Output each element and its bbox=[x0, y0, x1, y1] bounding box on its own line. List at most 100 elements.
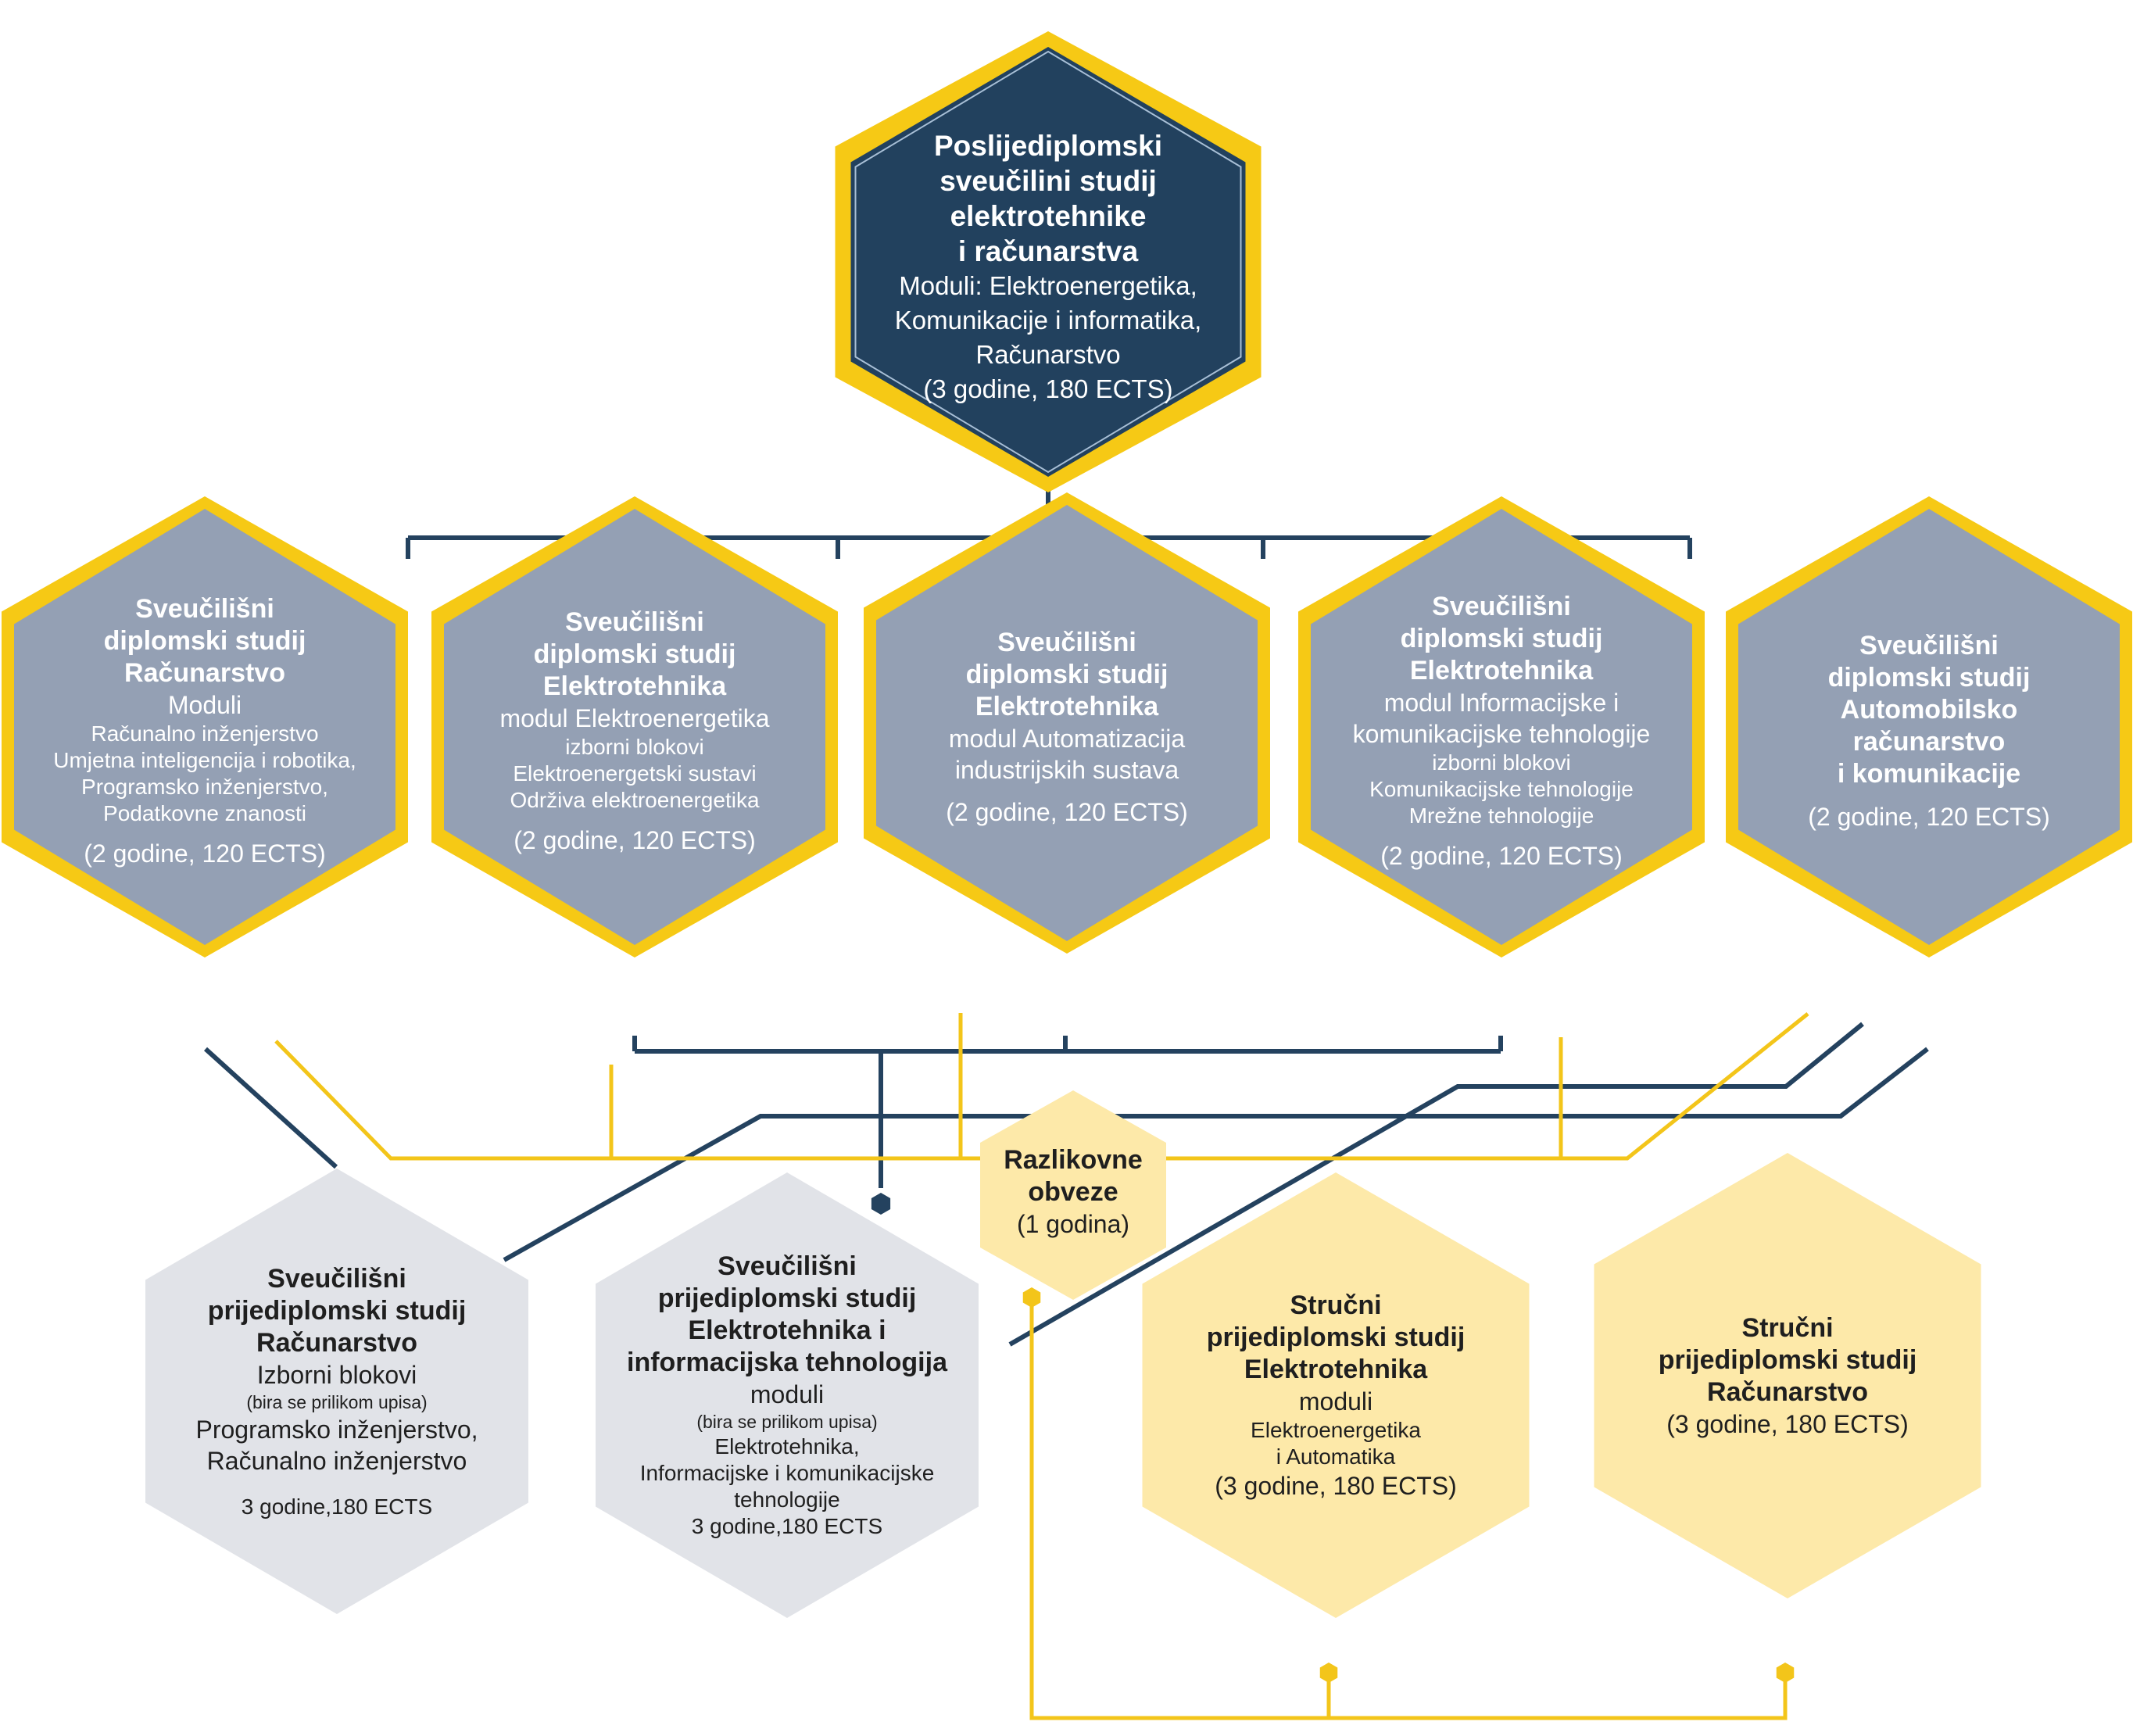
hex-ects-line: (2 godine, 120 ECTS) bbox=[946, 797, 1188, 826]
connector-node bbox=[871, 1193, 891, 1215]
hex-text-line: komunikacijske tehnologije bbox=[1352, 719, 1651, 748]
hex-text-line: Programsko inženjerstvo, bbox=[195, 1415, 478, 1444]
graduate-hexagon bbox=[1311, 509, 1692, 945]
hex-title-line: diplomski studij bbox=[965, 659, 1168, 689]
connector-node bbox=[1776, 1663, 1795, 1683]
connector-line bbox=[1165, 1012, 1809, 1161]
hex-title-line: diplomski studij bbox=[103, 625, 306, 656]
graduate-hexagon bbox=[876, 505, 1258, 941]
hex-title-line: Računarstvo bbox=[256, 1327, 417, 1358]
hex-title-line: Sveučilišni bbox=[997, 627, 1136, 657]
connector-line bbox=[203, 1047, 338, 1169]
hex-title-line: Razlikovne bbox=[1004, 1145, 1143, 1175]
top-hexagon-inner-outline bbox=[854, 50, 1242, 474]
connector-line bbox=[503, 1047, 1929, 1262]
hex-title-line: Elektrotehnika bbox=[1244, 1354, 1428, 1384]
undergraduate-hexagon bbox=[1142, 1172, 1530, 1618]
hex-text-line: modul Automatizacija bbox=[948, 724, 1186, 753]
undergraduate-hexagon bbox=[1594, 1153, 1981, 1598]
hex-text-line: Elektrotehnika, bbox=[714, 1434, 860, 1459]
hex-text-line: (bira se prilikom upisa) bbox=[246, 1391, 428, 1412]
hex-title-line: Poslijediplomski bbox=[934, 130, 1162, 162]
undergraduate-hexagon bbox=[596, 1172, 979, 1618]
hex-title-line: prijediplomski studij bbox=[207, 1295, 467, 1326]
hex-text-line: modul Elektroenergetika bbox=[499, 703, 770, 732]
hex-title-line: Automobilsko bbox=[1840, 694, 2018, 725]
hex-text-line: Komunikacije i informatika, bbox=[894, 306, 1202, 335]
hex-text-line: i Automatika bbox=[1276, 1444, 1396, 1469]
hex-title-line: Računarstvo bbox=[1707, 1376, 1868, 1407]
hex-text-line: Održiva elektroenergetika bbox=[510, 787, 760, 812]
hex-title-line: sveučilini studij bbox=[939, 165, 1157, 197]
hex-title-line: diplomski studij bbox=[533, 639, 736, 669]
hex-title-line: diplomski studij bbox=[1827, 662, 2031, 693]
hex-text-line: moduli bbox=[750, 1380, 825, 1408]
hex-ects-line: (2 godine, 120 ECTS) bbox=[1808, 802, 2050, 831]
hex-title-line: obveze bbox=[1028, 1177, 1118, 1207]
hex-title-line: Stručni bbox=[1290, 1290, 1382, 1320]
hex-ects-line: (2 godine, 120 ECTS) bbox=[1380, 841, 1623, 870]
hex-text-line: Informacijske i komunikacijske bbox=[639, 1461, 935, 1485]
hex-title-line: Stručni bbox=[1741, 1312, 1834, 1343]
hex-title-line: Elektrotehnika i bbox=[688, 1315, 886, 1345]
hex-text-line: Računalno inženjerstvo bbox=[91, 721, 319, 746]
hex-text-line: moduli bbox=[1298, 1387, 1373, 1416]
hex-text-line: Mrežne tehnologije bbox=[1408, 803, 1594, 828]
hex-text-line: (bira se prilikom upisa) bbox=[696, 1412, 878, 1432]
hex-text-line: (3 godine, 180 ECTS) bbox=[1215, 1471, 1457, 1500]
hex-title-line: Sveučilišni bbox=[1432, 591, 1571, 621]
connector-line bbox=[1029, 1298, 1788, 1720]
graduate-hexagon bbox=[444, 509, 825, 945]
hex-title-line: Elektrotehnika bbox=[1409, 655, 1594, 685]
hex-title-line: Sveučilišni bbox=[565, 607, 704, 637]
hex-text-line: (3 godine, 180 ECTS) bbox=[923, 374, 1173, 403]
hex-text-line: 3 godine,180 ECTS bbox=[241, 1494, 433, 1519]
hex-text-line: tehnologije bbox=[734, 1487, 840, 1512]
hex-text-line: modul Informacijske i bbox=[1383, 688, 1619, 717]
hex-title-line: prijediplomski studij bbox=[1206, 1322, 1466, 1352]
undergraduate-hexagon bbox=[145, 1169, 528, 1614]
graduate-hexagon bbox=[1738, 509, 2120, 945]
hex-title-line: diplomski studij bbox=[1400, 623, 1603, 653]
hex-title-line: i računarstva bbox=[957, 235, 1139, 267]
graduate-hexagon bbox=[14, 509, 395, 945]
hex-text-line: (3 godine, 180 ECTS) bbox=[1666, 1409, 1909, 1438]
hex-text-line: Računalno inženjerstvo bbox=[206, 1446, 467, 1475]
hex-text-line: izborni blokovi bbox=[565, 734, 704, 759]
hex-title-line: prijediplomski studij bbox=[1658, 1344, 1917, 1375]
connector-node bbox=[1319, 1663, 1338, 1683]
hex-title-line: Elektrotehnika bbox=[542, 671, 727, 701]
hex-title-line: računarstvo bbox=[1852, 726, 2006, 757]
hex-text-line: 3 godine,180 ECTS bbox=[691, 1514, 883, 1538]
hex-title-line: Elektrotehnika bbox=[975, 691, 1159, 721]
connector-line bbox=[1008, 1022, 1864, 1347]
hex-text-line: Elektroenergetika bbox=[1251, 1417, 1421, 1442]
hex-ects-line: (2 godine, 120 ECTS) bbox=[514, 825, 756, 854]
hex-title-line: Računarstvo bbox=[124, 657, 285, 688]
hex-title-line: elektrotehnike bbox=[950, 200, 1147, 232]
hex-text-line: Umjetna inteligencija i robotika, bbox=[53, 747, 356, 772]
hex-text-line: (1 godina) bbox=[1016, 1210, 1130, 1238]
hex-title-line: Sveučilišni bbox=[1859, 630, 1999, 660]
hex-title-line: Sveučilišni bbox=[267, 1263, 406, 1294]
hex-text-line: Podatkovne znanosti bbox=[103, 800, 306, 825]
hex-text-line: Elektroenergetski sustavi bbox=[513, 761, 757, 786]
hex-title-line: informacijska tehnologija bbox=[627, 1348, 947, 1377]
hex-text-line: Izborni blokovi bbox=[256, 1360, 417, 1389]
connector-node bbox=[1022, 1287, 1041, 1308]
hex-text-line: Komunikacijske tehnologije bbox=[1369, 776, 1634, 801]
hex-ects-line: (2 godine, 120 ECTS) bbox=[84, 839, 326, 868]
hex-text-line: izborni blokovi bbox=[1432, 750, 1571, 775]
hex-title-line: Sveučilišni bbox=[135, 593, 274, 624]
